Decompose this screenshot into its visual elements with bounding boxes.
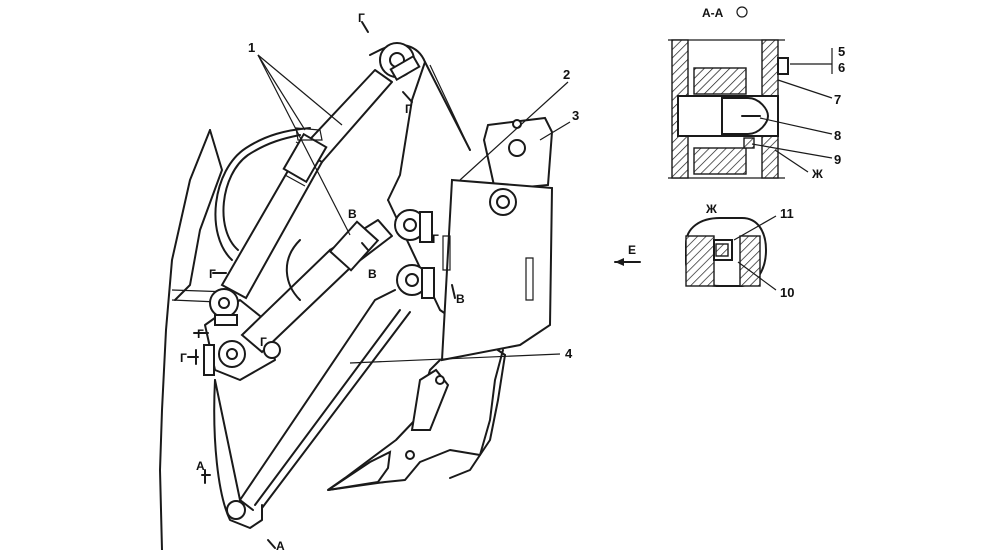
section-markers — [187, 21, 456, 549]
shank-housing — [440, 116, 554, 362]
hose-fitting — [295, 127, 323, 141]
hydraulic-hose-2 — [214, 127, 311, 261]
shank-clamp — [410, 368, 450, 431]
section-v-upper: В — [348, 207, 357, 221]
ripper-assembly: 1 2 3 4 Г Г Г Г Г Г Г В В В А А Е — [159, 11, 641, 553]
section-zh-mark: Ж — [811, 167, 823, 181]
section-aa-title: А-А — [702, 6, 724, 20]
section-a-left: А — [196, 459, 205, 473]
ripper-shank — [327, 349, 504, 491]
hydraulic-hose-3 — [285, 239, 301, 301]
callout-10: 10 — [780, 285, 794, 300]
detail-zh-title: Ж — [705, 202, 717, 216]
lower-cylinder — [240, 219, 393, 354]
upper-cylinder — [220, 69, 393, 300]
callout-1: 1 — [248, 40, 255, 55]
callout-6: 6 — [838, 60, 845, 75]
shank-lower-edge — [449, 354, 506, 479]
ripper-tip — [327, 450, 392, 491]
section-v-mid: В — [368, 267, 377, 281]
callout-3: 3 — [572, 108, 579, 123]
callout-11: 11 — [780, 206, 794, 221]
leader-lines — [257, 54, 571, 364]
pivot-pins — [203, 42, 435, 520]
rotation-symbol — [736, 6, 748, 18]
callout-7: 7 — [834, 92, 841, 107]
section-aa-detail: А-А 5 6 7 8 9 Ж — [668, 6, 845, 181]
hydraulic-hose-1 — [222, 134, 301, 251]
section-g-mid: Г — [197, 327, 204, 341]
callout-8: 8 — [834, 128, 841, 143]
lower-bracket-outline — [213, 379, 263, 529]
detail-zh: Ж 11 10 — [685, 202, 794, 300]
section-v-right: В — [456, 292, 465, 306]
section-g-upper: Г — [405, 102, 412, 116]
callout-9: 9 — [834, 152, 841, 167]
section-g-left: Г — [209, 267, 216, 281]
section-g-pin: Г — [432, 232, 439, 246]
frame-outline — [159, 129, 211, 551]
section-a-bottom: А — [276, 539, 285, 550]
callout-4: 4 — [565, 346, 573, 361]
view-e-label: Е — [628, 243, 636, 257]
lower-diagonal-3 — [254, 309, 401, 506]
section-g-cyl: Г — [260, 335, 267, 349]
section-g-low: Г — [180, 351, 187, 365]
lower-diagonal-4 — [261, 311, 411, 509]
lower-diagonal-2 — [239, 289, 396, 501]
section-g-top: Г — [358, 11, 365, 25]
callout-2: 2 — [563, 67, 570, 82]
view-arrow-e — [614, 258, 641, 266]
callout-5: 5 — [838, 44, 845, 59]
